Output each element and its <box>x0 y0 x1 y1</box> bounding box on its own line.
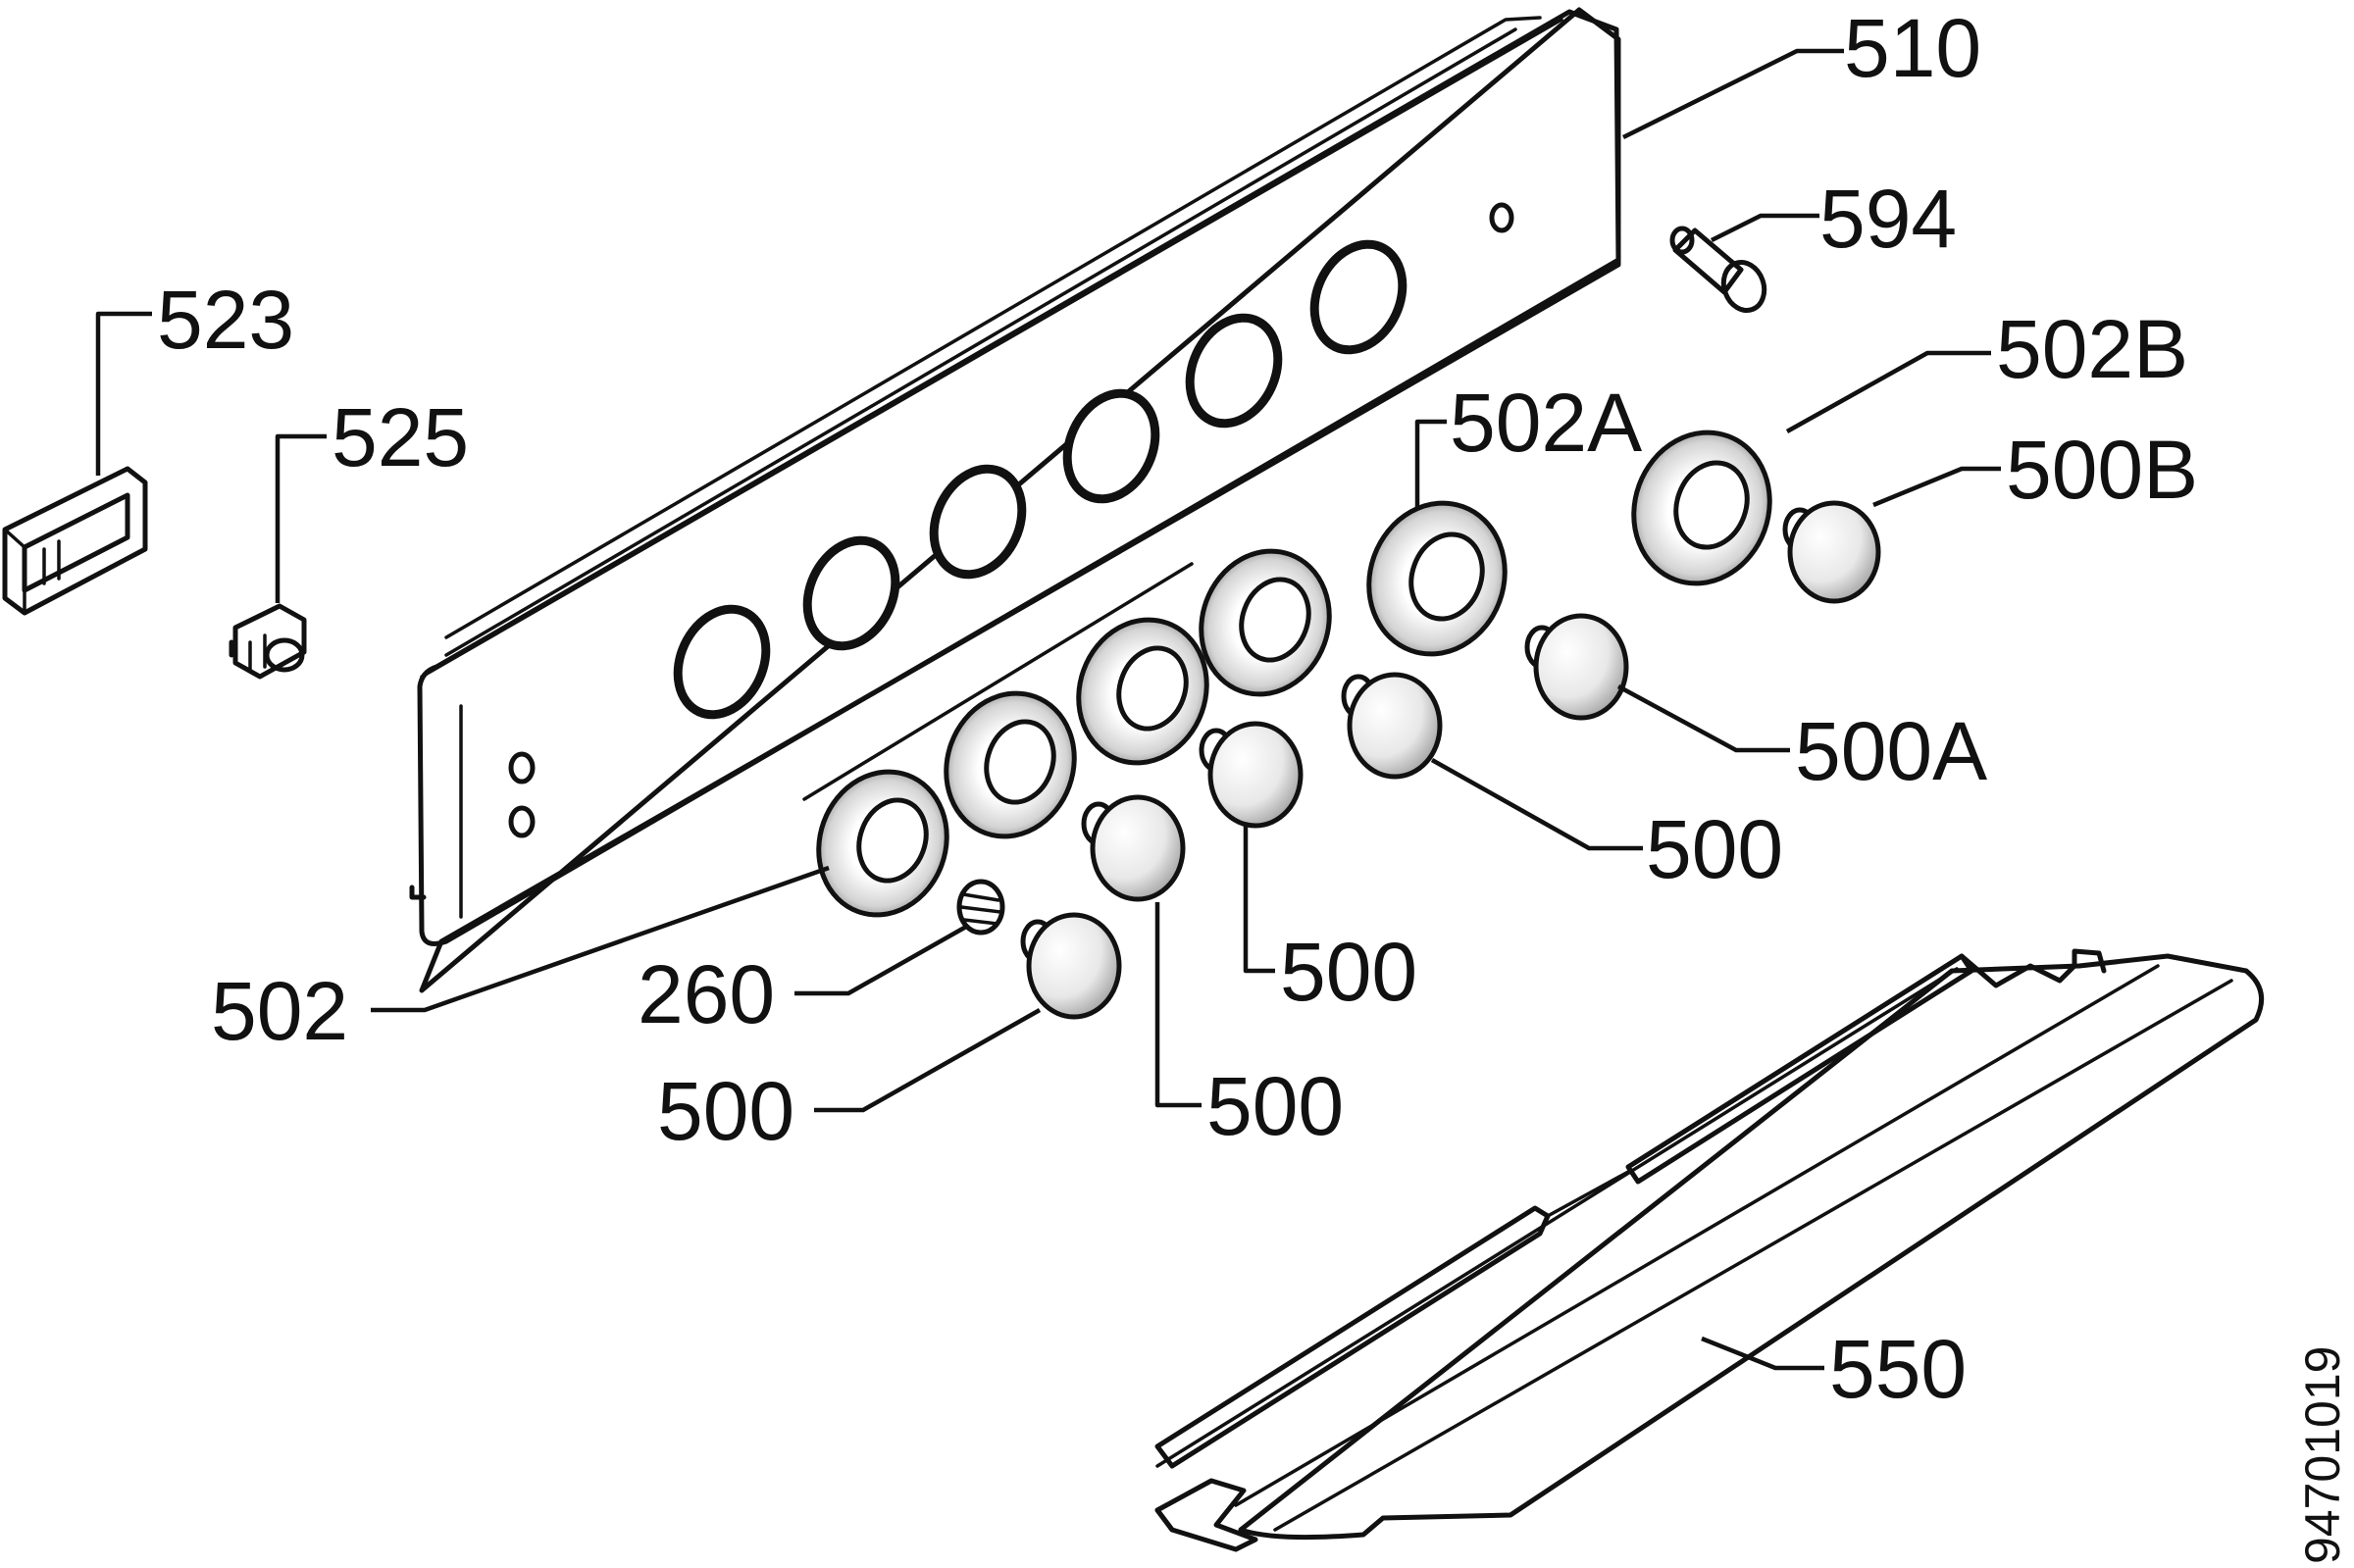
leader-523 <box>95 311 152 476</box>
knob-500-d <box>1020 912 1122 1020</box>
leader-500-a <box>1430 758 1643 851</box>
label-500-d: 500 <box>657 1065 794 1157</box>
knob-500B <box>1782 500 1881 604</box>
label-510: 510 <box>1844 2 1981 94</box>
bezel-rings-502-row <box>802 548 1332 918</box>
trim-strip-550 <box>1154 948 2265 1552</box>
bezel-ring-502A <box>1366 500 1508 657</box>
leader-510 <box>1621 48 1844 140</box>
label-525: 525 <box>332 391 469 483</box>
knob-500A <box>1524 613 1629 721</box>
knob-500-c <box>1081 794 1186 902</box>
leader-500A <box>1616 684 1790 753</box>
leader-500-c <box>1154 902 1202 1108</box>
leader-260 <box>794 925 968 996</box>
lamp-holder-525 <box>229 603 307 680</box>
knob-500-a <box>1341 672 1443 780</box>
screw-594 <box>1669 226 1767 313</box>
part-labels: 510 594 523 525 502B 502A 500B 500A 500 … <box>157 2 2198 1415</box>
label-502: 502 <box>211 965 348 1057</box>
spring-260 <box>956 879 1005 936</box>
label-594: 594 <box>1819 173 1957 265</box>
label-500A: 500A <box>1795 705 1987 797</box>
panel-knob-holes <box>673 239 1407 720</box>
label-502B: 502B <box>1996 303 2188 395</box>
bezel-ring-502B <box>1631 430 1772 586</box>
leader-502A <box>1414 419 1447 510</box>
leader-550 <box>1701 1336 1824 1371</box>
leader-500B <box>1872 466 2001 508</box>
leader-500-b <box>1243 824 1275 974</box>
label-260: 260 <box>638 948 775 1040</box>
label-550: 550 <box>1829 1323 1967 1415</box>
label-502A: 502A <box>1450 377 1642 469</box>
panel-small-holes <box>508 202 1514 838</box>
drawing-number: 94701019 <box>2295 1346 2350 1564</box>
label-523: 523 <box>157 274 294 366</box>
label-500-c: 500 <box>1206 1060 1344 1152</box>
control-panel-510 <box>409 7 1621 993</box>
leader-525 <box>275 433 327 603</box>
label-500-a: 500 <box>1646 803 1783 895</box>
label-500-b: 500 <box>1280 926 1417 1018</box>
switch-523 <box>2 466 148 616</box>
leader-594 <box>1710 213 1819 243</box>
label-500B: 500B <box>2006 424 2198 516</box>
leader-500-d <box>814 1008 1042 1113</box>
leader-502B <box>1785 350 1991 433</box>
knob-500-b <box>1199 721 1304 829</box>
leader-502 <box>371 865 830 1013</box>
leader-lines <box>95 48 2001 1371</box>
